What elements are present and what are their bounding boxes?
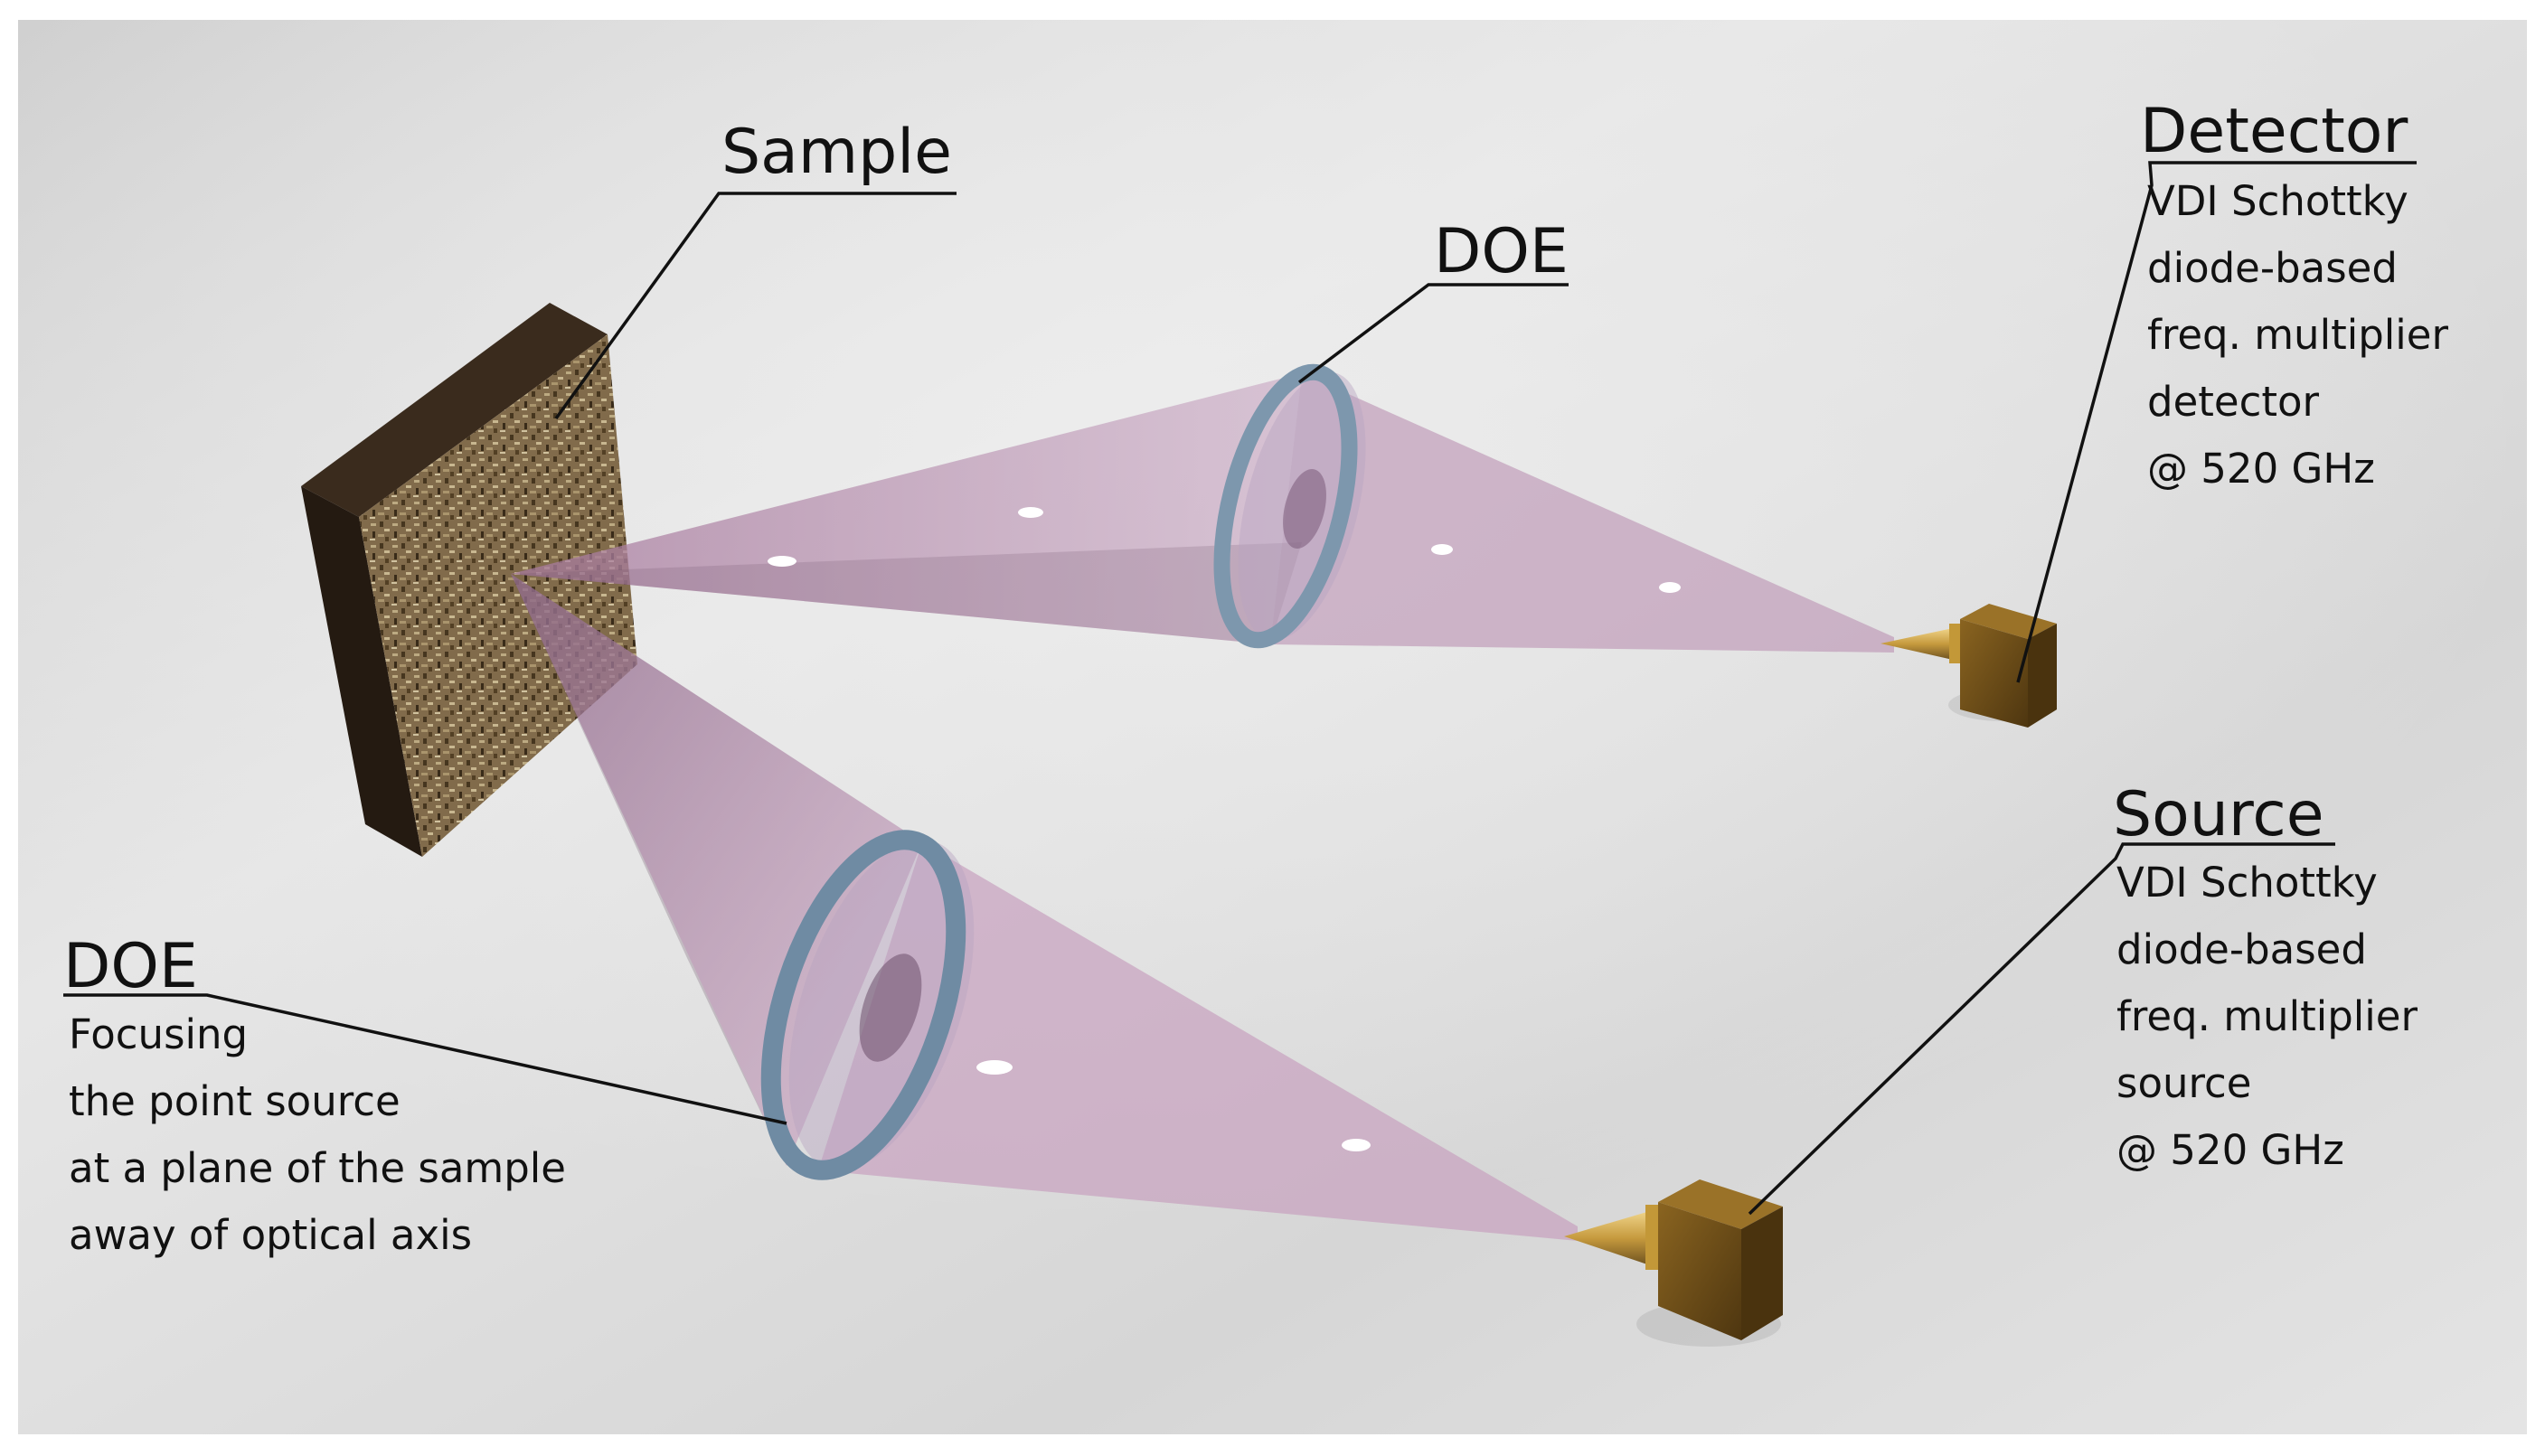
sample-label: Sample: [721, 122, 952, 191]
doe-bottom-description: Focusing the point source at a plane of …: [69, 1001, 566, 1269]
source-desc-line: diode-based: [2116, 916, 2418, 983]
source-desc-line: VDI Schottky: [2116, 850, 2418, 916]
lower-beam-spot-2: [1342, 1139, 1371, 1151]
upper-beam-spot-2: [1018, 507, 1043, 518]
source-title: Source: [2113, 784, 2418, 853]
source-callout: Source VDI Schottky diode-based freq. mu…: [2113, 784, 2418, 1184]
detector-desc-line: @ 520 GHz: [2147, 436, 2448, 503]
upper-beam-spot-3: [1431, 544, 1453, 555]
source-description: VDI Schottky diode-based freq. multiplie…: [2116, 850, 2418, 1184]
detector-title: Detector: [2140, 101, 2448, 170]
detector-callout: Detector VDI Schottky diode-based freq. …: [2140, 101, 2448, 503]
source-flange: [1645, 1205, 1658, 1270]
detector-body-side: [2028, 624, 2057, 728]
detector-desc-line: freq. multiplier: [2147, 302, 2448, 369]
upper-beam-spot-4: [1659, 582, 1681, 593]
source-desc-line: freq. multiplier: [2116, 983, 2418, 1050]
lower-beam-spot-1: [976, 1060, 1013, 1075]
detector-description: VDI Schottky diode-based freq. multiplie…: [2147, 168, 2448, 503]
doe-top-label: DOE: [1434, 221, 1569, 290]
doe-bottom-desc-line: Focusing: [69, 1001, 566, 1068]
source-desc-line: @ 520 GHz: [2116, 1117, 2418, 1184]
doe-bottom-title: DOE: [63, 936, 566, 1005]
detector-desc-line: diode-based: [2147, 235, 2448, 302]
doe-bottom-desc-line: the point source: [69, 1068, 566, 1135]
source-desc-line: source: [2116, 1050, 2418, 1117]
detector-desc-line: detector: [2147, 369, 2448, 436]
upper-beam-spot-1: [768, 556, 796, 567]
doe-bottom-callout: DOE Focusing the point source at a plane…: [63, 936, 566, 1269]
detector-desc-line: VDI Schottky: [2147, 168, 2448, 235]
doe-bottom-desc-line: away of optical axis: [69, 1202, 566, 1269]
detector-flange: [1949, 624, 1960, 663]
doe-bottom-desc-line: at a plane of the sample: [69, 1135, 566, 1202]
